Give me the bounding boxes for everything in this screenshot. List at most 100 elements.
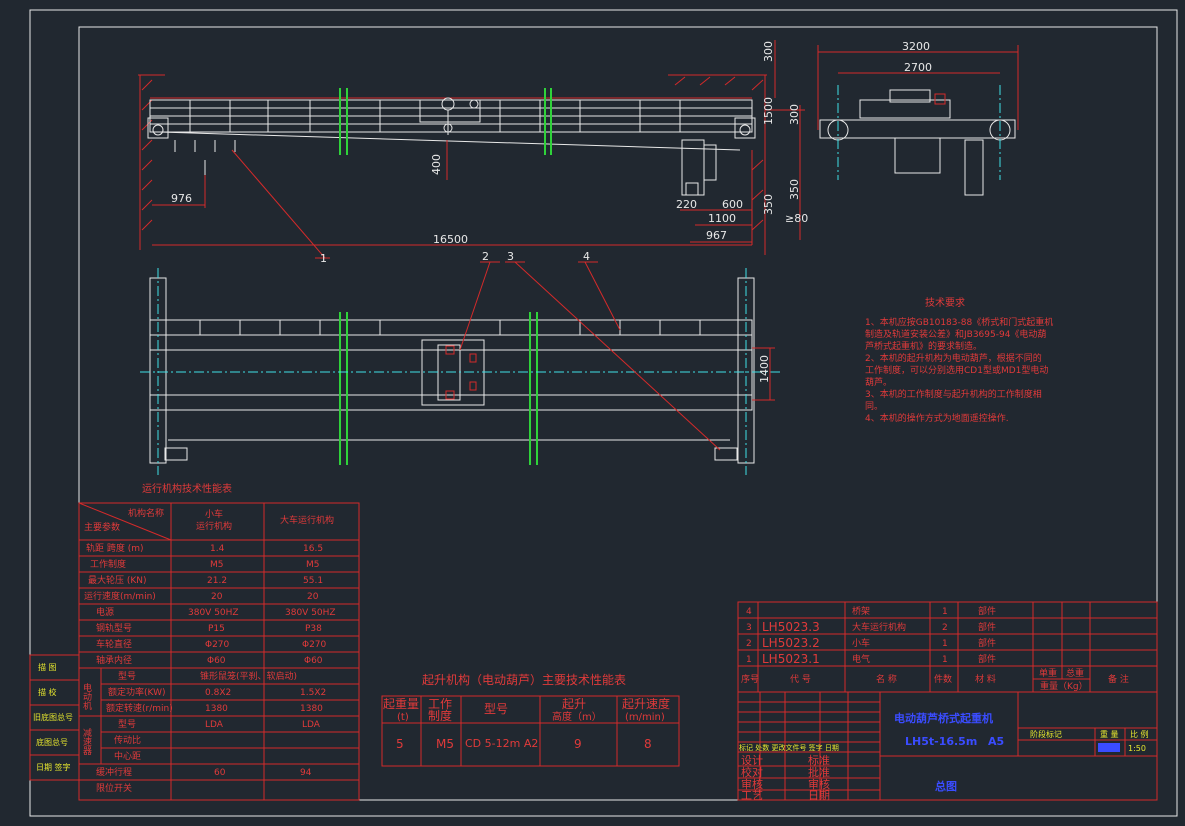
- dim-350-a: 350: [788, 179, 801, 200]
- part-code: LH5023.1: [762, 652, 820, 666]
- tech-line: 工作制度，可以分别选用CD1型或MD1型电动: [865, 364, 1048, 376]
- hoist-value: M5: [436, 737, 454, 751]
- limit-label: 限位开关: [96, 782, 132, 794]
- stage-mark: 阶段标记: [1030, 729, 1062, 739]
- reducer-type-label: 型号: [118, 719, 136, 730]
- row-label: 车轮直径: [96, 638, 132, 650]
- row-value: Φ60: [207, 656, 226, 666]
- role-label: 日期: [808, 789, 830, 802]
- part-name: 小车: [852, 637, 870, 649]
- dim-80: ≥80: [785, 212, 808, 225]
- motor-speed-a: 1380: [205, 704, 228, 714]
- tech-line: 同。: [865, 401, 883, 412]
- motor-power-label: 额定功率(KW): [108, 686, 166, 698]
- dim-300-right: 300: [788, 104, 801, 125]
- parts-head: 名 称: [876, 673, 897, 685]
- head-trolley-2: 运行机构: [196, 520, 232, 532]
- callout-3: 3: [507, 250, 514, 263]
- part-mat: 部件: [978, 605, 996, 617]
- part-code: LH5023.2: [762, 636, 820, 650]
- head-mech: 机构名称: [128, 507, 164, 519]
- part-name: 大车运行机构: [852, 621, 906, 633]
- strip-cell: 描 校: [38, 687, 57, 697]
- row-label: 最大轮压 (KN): [88, 574, 147, 586]
- row-value: Φ60: [304, 656, 323, 666]
- parts-head: 重量（Kg）: [1040, 680, 1088, 692]
- role-label: 审核: [808, 777, 830, 791]
- left-signature-strip: 描 图 描 校 旧底图总号 底图总号 日期 签字: [29, 654, 80, 781]
- dim-300-top: 300: [762, 41, 775, 62]
- part-no: 3: [746, 623, 752, 633]
- tech-line: 葫芦。: [865, 376, 892, 388]
- motor-power-b: 1.5X2: [300, 688, 326, 698]
- tech-line: 芦桥式起重机》的要求制造。: [865, 340, 982, 352]
- role-label: 校对: [741, 765, 763, 779]
- reducer-type-a: LDA: [205, 720, 224, 730]
- tech-line: 4、本机的操作方式为地面遥控操作.: [865, 412, 1009, 424]
- dim-400: 400: [430, 154, 443, 175]
- dim-600: 600: [722, 198, 743, 211]
- dim-3200: 3200: [902, 40, 930, 53]
- scale-header: 比 例: [1130, 729, 1149, 739]
- running-mechanism-table: 运行机构技术性能表 机构名称 主要参数 小车 运行机构: [78, 482, 360, 801]
- hoist-head: 工作: [428, 697, 452, 711]
- parts-head: 备 注: [1108, 673, 1129, 685]
- tech-line: 制造及轨道安装公差》和JB3695-94《电动葫: [865, 328, 1046, 340]
- dim-1400: 1400: [758, 355, 771, 383]
- dim-16500: 16500: [433, 233, 468, 246]
- part-no: 2: [746, 639, 752, 649]
- hoist-head: 起升速度: [622, 696, 670, 711]
- front-elevation-view: 976 16500 400 300 1500 300 350 220 600 1…: [138, 40, 808, 265]
- row-label: 轨距 跨度 (m): [86, 542, 144, 554]
- part-qty: 2: [942, 623, 948, 633]
- row-value: 20: [211, 592, 223, 602]
- row-value: 55.1: [303, 576, 323, 586]
- hoist-value: CD 5-12m A2: [465, 737, 538, 750]
- motor-type-value: 锥形鼠笼(平刹、软启动): [200, 670, 297, 682]
- callout-4: 4: [583, 250, 590, 263]
- part-qty: 1: [942, 607, 948, 617]
- role-label: 工艺: [741, 789, 763, 802]
- motor-power-a: 0.8X2: [205, 688, 231, 698]
- reducer-group: 减速器: [81, 727, 92, 755]
- dim-1100: 1100: [708, 212, 736, 225]
- hoist-value: 9: [574, 737, 582, 751]
- dim-967: 967: [706, 229, 727, 242]
- part-qty: 1: [942, 655, 948, 665]
- dim-220: 220: [676, 198, 697, 211]
- hoist-table: 起升机构（电动葫芦）主要技术性能表 起重量 (t) 工作 制度 型号 起升 高度…: [381, 672, 680, 767]
- row-value: 380V 50HZ: [188, 608, 239, 618]
- part-name: 桥架: [852, 605, 870, 617]
- row-value: M5: [210, 560, 224, 570]
- strip-cell: 底图总号: [36, 737, 68, 747]
- technical-requirements: 技术要求 1、本机应按GB10183-88《桥式和门式起重机 制造及轨道安装公差…: [865, 296, 1053, 424]
- strip-cell: 描 图: [38, 662, 57, 672]
- parts-head: 总重: [1066, 667, 1084, 679]
- buffer-label: 缓冲行程: [96, 766, 132, 778]
- reducer-type-b: LDA: [302, 720, 321, 730]
- inner-border: [78, 26, 1158, 801]
- buffer-b: 94: [300, 768, 312, 778]
- hoist-head: 制度: [428, 708, 452, 723]
- part-no: 4: [746, 607, 752, 617]
- row-value: 380V 50HZ: [285, 608, 336, 618]
- part-mat: 部件: [978, 637, 996, 649]
- row-label: 电源: [96, 606, 114, 618]
- drawing-grade: A5: [988, 735, 1004, 748]
- row-value: Φ270: [302, 640, 327, 650]
- parts-head: 序号: [741, 673, 759, 685]
- rev-header: 标记 处数 更改文件号 签字 日期: [739, 743, 839, 752]
- row-value: 21.2: [207, 576, 227, 586]
- head-trolley-1: 小车: [205, 508, 223, 520]
- hoist-table-title: 起升机构（电动葫芦）主要技术性能表: [422, 672, 626, 687]
- tech-title: 技术要求: [925, 296, 965, 309]
- row-value: Φ270: [205, 640, 230, 650]
- strip-cell: 旧底图总号: [33, 712, 73, 722]
- dim-2700: 2700: [904, 61, 932, 74]
- parts-list: 4 桥架 1 部件 3 LH5023.3 大车运行机构 2 部件 2 LH502…: [737, 601, 1158, 693]
- parts-head: 件数: [934, 673, 952, 685]
- head-bridge: 大车运行机构: [280, 514, 334, 526]
- row-label: 工作制度: [90, 558, 126, 570]
- outer-border: [29, 9, 1178, 817]
